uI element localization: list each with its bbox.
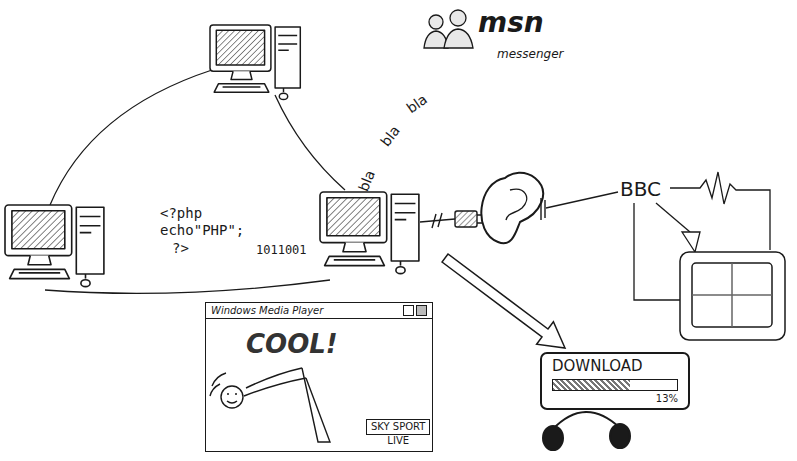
earcup [610,424,630,448]
chat-text: bla [378,123,403,149]
plug [455,211,477,227]
channel-name: SKY SPORT [371,420,425,434]
binary-data: 1011001 [256,244,307,257]
kicking-leg [244,368,306,396]
chat-text: bla [356,168,378,194]
channel-live: LIVE [366,435,430,447]
ear-icon [481,173,543,244]
cable-break [432,213,442,228]
php-code: echo"PHP"; [160,223,244,238]
plug-cable [420,219,455,222]
window-button [416,305,427,316]
football-figure [210,368,330,442]
channel-badge: SKY SPORTLIVE [366,419,430,447]
download-heading: DOWNLOAD [552,357,678,375]
ball-face [227,394,237,403]
tv-case [680,252,785,340]
progress-percent: 13% [552,393,678,405]
chat-text: bla [404,92,430,117]
standing-leg [302,368,330,442]
cable [50,70,212,205]
window-title: Windows Media Player [206,303,432,318]
buddy-head [450,10,466,26]
php-code: <?php [160,206,202,221]
window-button [403,305,414,316]
ear-mark [541,198,545,220]
messenger-text: messenger [497,48,564,61]
msn-logo-text: msn [478,8,544,39]
tv-set [680,252,785,340]
tv-screen [692,263,772,327]
computer-icon [5,205,104,287]
wire [546,192,618,208]
msn-buddies-icon [424,10,473,48]
headphones-icon [543,412,630,450]
computer-icon [320,192,419,274]
media-player-window: Windows Media PlayerCOOL! SKY SPORTLIVE [205,302,433,452]
headband [552,412,620,430]
php-code: ?> [172,241,189,256]
channel-box: SKY SPORT [366,419,430,435]
earcup [543,426,563,450]
ear-inner [506,189,527,220]
buddy-body [444,29,473,48]
cool-bubble-text: COOL! [246,329,338,359]
ear-plug [420,173,545,244]
cable [275,95,345,190]
computer-icon [210,25,300,100]
download-box: DOWNLOAD 13% [540,352,690,410]
tv-antenna [682,232,700,252]
motion-lines [210,373,226,396]
bbc-text: BBC [620,178,661,200]
progress-fill [553,380,630,390]
wire [656,203,690,232]
signal-wave [670,172,770,250]
title-bar: Windows Media Player [206,303,432,319]
progress-bar [552,379,678,391]
buddy-head [429,15,443,29]
ball [221,386,243,408]
download-arrow [442,254,565,348]
tv-screen-lines [692,263,772,327]
